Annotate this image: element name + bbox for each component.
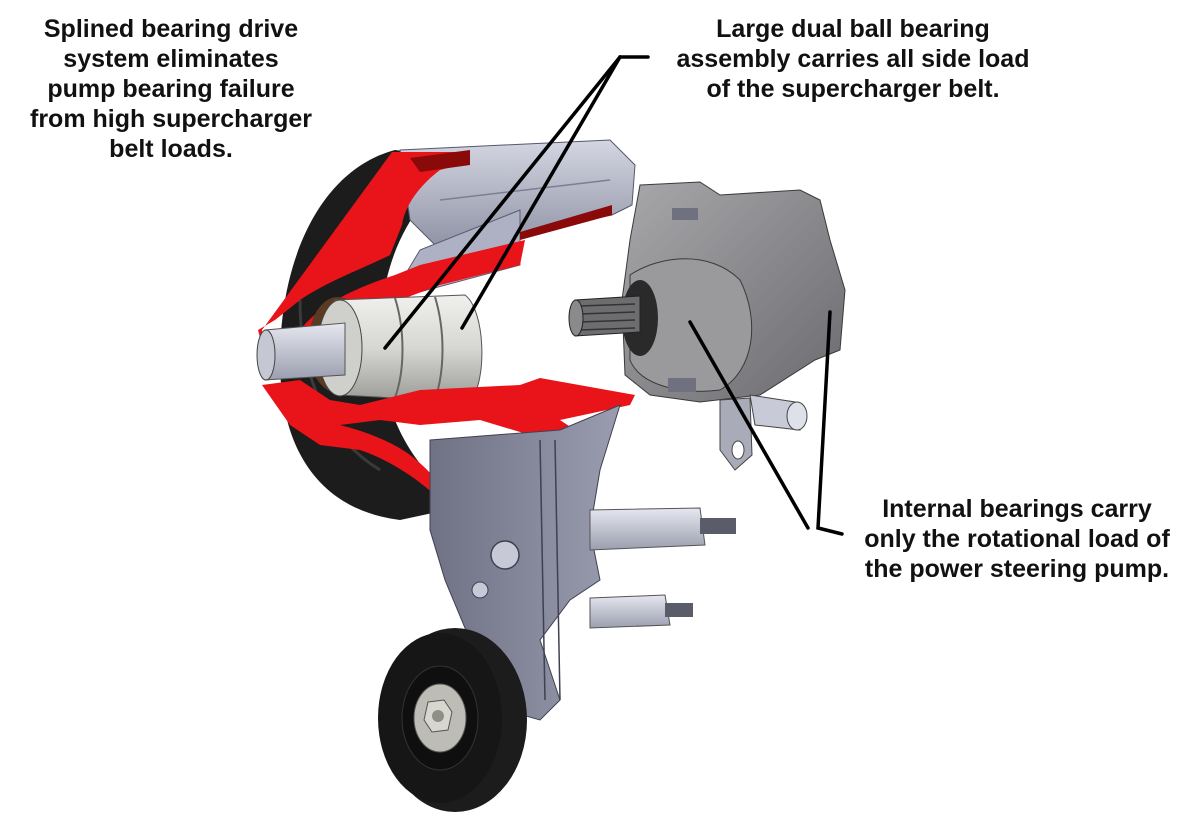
callout-line: assembly carries all side load: [676, 45, 1030, 73]
callout-internal-bearings: Internal bearings carry only the rotatio…: [842, 494, 1192, 584]
callout-line: the power steering pump.: [864, 555, 1170, 583]
callout-line: Splined bearing drive: [43, 15, 299, 43]
callout-line: Internal bearings carry: [882, 495, 1152, 523]
leader-line-internal-a: [688, 320, 810, 530]
callout-line: of the supercharger belt.: [706, 75, 1000, 103]
callout-line: Large dual ball bearing: [716, 15, 990, 43]
drive-shaft: [256, 322, 346, 381]
callout-dual-ball-bearing: Large dual ball bearing assembly carries…: [648, 14, 1058, 104]
leader-line-internal-b: [816, 310, 844, 536]
leader-line-bearing-b: [460, 55, 622, 330]
callout-line: from high supercharger: [30, 105, 312, 133]
callout-line: only the rotational load of: [864, 525, 1170, 553]
leader-line-bearing-a: [383, 55, 622, 350]
leader-lines: [383, 55, 844, 536]
section-cut-upper: [258, 150, 612, 345]
mounting-studs: [589, 507, 736, 629]
callout-line: system eliminates: [63, 45, 279, 73]
power-steering-pump: [568, 181, 846, 471]
callout-line: belt loads.: [109, 135, 233, 163]
callout-splined-drive: Splined bearing drive system eliminates …: [6, 14, 336, 164]
idler-pulley: [378, 628, 527, 812]
callout-line: pump bearing failure: [47, 75, 295, 103]
